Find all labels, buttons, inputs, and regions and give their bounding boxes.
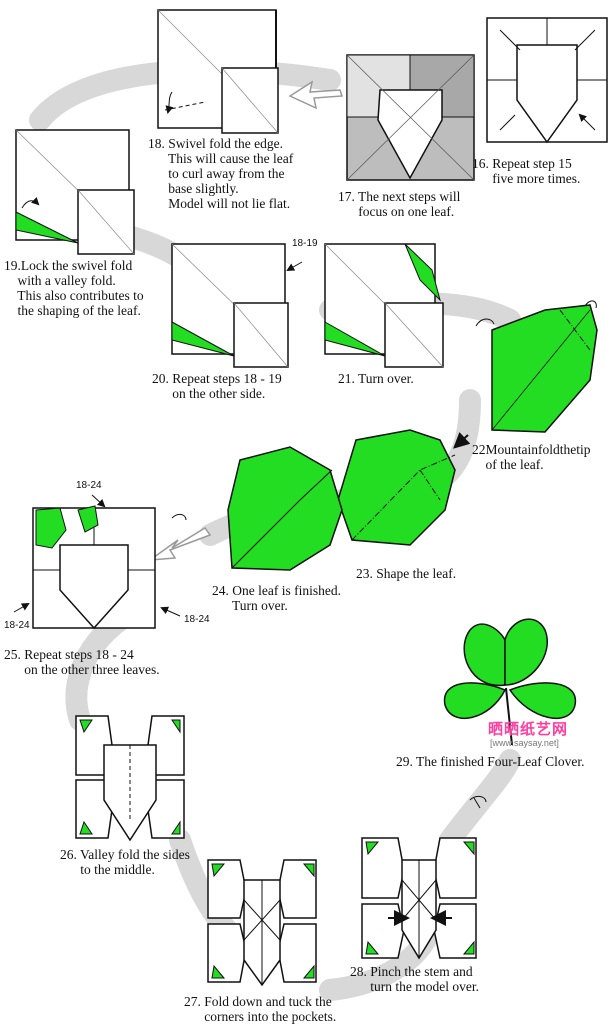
step19-caption: 19.Lock the swivel fold with a valley fo…: [4, 258, 144, 318]
step21-caption: 21. Turn over.: [338, 371, 414, 386]
step26-diagram: [75, 715, 185, 842]
step23-caption: 23. Shape the leaf.: [356, 566, 457, 581]
step24-caption: 24. One leaf is finished. Turn over.: [212, 583, 341, 613]
step24-diagram: [147, 446, 343, 571]
step27-diagram: [207, 859, 317, 987]
step25-diagram: [13, 494, 181, 630]
step17-diagram: [346, 54, 475, 181]
step29-finished-clover: [443, 618, 576, 746]
step16-diagram: [486, 17, 608, 144]
ref-label-18-19: 18-19: [292, 238, 318, 249]
step25-caption: 25. Repeat steps 18 - 24 on the other th…: [4, 647, 160, 677]
step29-caption: 29. The finished Four-Leaf Clover.: [396, 754, 585, 769]
ref-label-18-24-right: 18-24: [184, 614, 210, 625]
ref-label-18-24-left: 18-24: [4, 620, 30, 631]
step18-diagram: [157, 9, 279, 134]
ref-label-18-24-top: 18-24: [76, 480, 102, 491]
step20-caption: 20. Repeat steps 18 - 19 on the other si…: [152, 371, 282, 401]
step23-diagram: [337, 429, 471, 546]
step22-caption: 22Mountainfoldthetip of the leaf.: [472, 442, 591, 472]
step27-caption: 27. Fold down and tuck the corners into …: [184, 994, 337, 1024]
step18-caption: 18. Swivel fold the edge. This will caus…: [148, 136, 294, 211]
watermark-site-name: 晒晒纸艺网: [488, 720, 569, 738]
step17-caption: 17. The next steps will focus on one lea…: [338, 189, 461, 219]
flow-arrow: [288, 80, 344, 110]
watermark-url: [www.saysay.net]: [490, 738, 559, 748]
step16-caption: 16. Repeat step 15 five more times.: [472, 156, 581, 186]
step22-diagram: [475, 300, 598, 433]
step20-diagram: [171, 243, 303, 368]
step26-caption: 26. Valley fold the sides to the middle.: [60, 847, 190, 877]
turn-over-symbol: [469, 795, 487, 809]
step28-diagram: [361, 837, 477, 960]
step28-caption: 28. Pinch the stem and turn the model ov…: [350, 964, 479, 994]
step21-diagram: [324, 243, 444, 368]
step19-diagram: [15, 129, 135, 255]
